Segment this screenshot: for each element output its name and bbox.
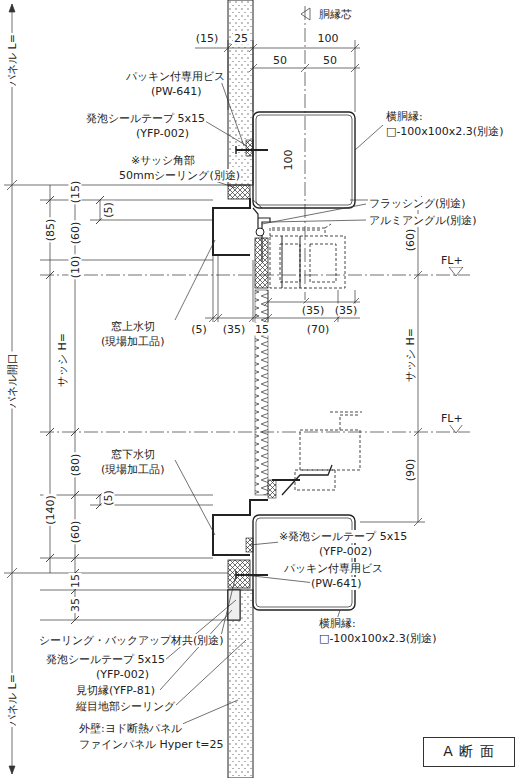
callout-text: パッキン付専用ビス <box>125 70 226 83</box>
callout-text: 窓下水切 <box>110 448 156 461</box>
dimension-text: 50 <box>272 54 288 67</box>
callout-text: 発泡シールテープ 5x15 <box>45 653 166 666</box>
dimension-text: (140) <box>44 494 57 526</box>
dimension-text: (35) <box>222 323 247 336</box>
callout-text: FL+ <box>440 254 464 267</box>
dimension-text: (85) <box>44 218 57 243</box>
callout-text: 外壁:ヨド断熱パネル <box>78 722 183 735</box>
dimension-text: 50 <box>322 54 338 67</box>
dimension-text: (90) <box>404 458 417 483</box>
callout-text: FL+ <box>440 412 464 425</box>
callout-text: ※発泡シールテープ 5x15 <box>278 530 408 543</box>
dimension-text: (5) <box>102 489 115 507</box>
dimension-text: (60) <box>69 520 82 545</box>
callout-text: 窓上水切 <box>110 320 156 333</box>
callout-text: フラッシング(別途) <box>368 197 467 210</box>
dimension-text: パネル開口 <box>6 352 19 409</box>
callout-text: 横胴縁: <box>318 617 357 630</box>
callout-text: パッキン付専用ビス <box>283 562 384 575</box>
dimension-text: 35 <box>69 597 82 613</box>
dimension-text: 100 <box>282 149 295 172</box>
callout-text: シーリング・バックアップ材共(別途) <box>38 634 225 647</box>
dimension-text: (60) <box>404 228 417 253</box>
callout-text: 縦目地部シーリング <box>75 700 176 713</box>
dimension-text: (15) <box>69 180 82 205</box>
dimension-text: (35) <box>301 304 326 317</box>
dimension-text: (70) <box>306 323 331 336</box>
dimension-text: (15) <box>195 32 220 45</box>
callout-text: ファインパネル Hyper t=25 <box>78 738 225 751</box>
dimension-text: 15 <box>254 323 270 336</box>
dimension-text: 100 <box>317 32 340 45</box>
callout-text: (YFP-002) <box>318 545 373 558</box>
dimension-text: (80) <box>69 453 82 478</box>
callout-text: 発泡シールテープ 5x15 <box>85 112 206 125</box>
dimension-text: 25 <box>233 32 249 45</box>
callout-text: 胴縁芯 <box>318 8 353 21</box>
dimension-text: 15 <box>69 573 82 589</box>
dimension-text: パネル L= <box>6 33 19 87</box>
callout-text: (現場加工品) <box>100 463 166 476</box>
dimension-text: (5) <box>190 323 208 336</box>
section-title: A 断 面 <box>443 743 494 761</box>
callout-text: (YFP-002) <box>135 127 190 140</box>
callout-text: 50mmシーリング(別途) <box>118 169 241 182</box>
callout-text: (PW-641) <box>310 577 363 590</box>
callout-text: (PW-641) <box>150 85 203 98</box>
callout-text: □-100x100x2.3(別途) <box>385 125 504 138</box>
callout-text: アルミアングル(別途) <box>368 214 478 227</box>
dimension-text: パネル L= <box>6 673 19 727</box>
callout-text: □-100x100x2.3(別途) <box>318 632 437 645</box>
dimension-text: サッシ H= <box>404 327 417 383</box>
dimension-text: (35) <box>334 304 359 317</box>
dimension-text: (10) <box>69 255 82 280</box>
callout-text: (YFP-002) <box>95 668 150 681</box>
callout-text: (現場加工品) <box>100 335 166 348</box>
callout-text: 見切縁(YFP-81) <box>75 684 156 697</box>
dimension-text: サッシ H= <box>56 332 69 388</box>
dimension-text: (5) <box>102 201 115 219</box>
callout-text: ※サッシ角部 <box>130 154 196 167</box>
section-title-box: A 断 面 <box>423 737 515 767</box>
dimension-text: (60) <box>69 221 82 246</box>
callout-text: 横胴縁: <box>385 110 424 123</box>
